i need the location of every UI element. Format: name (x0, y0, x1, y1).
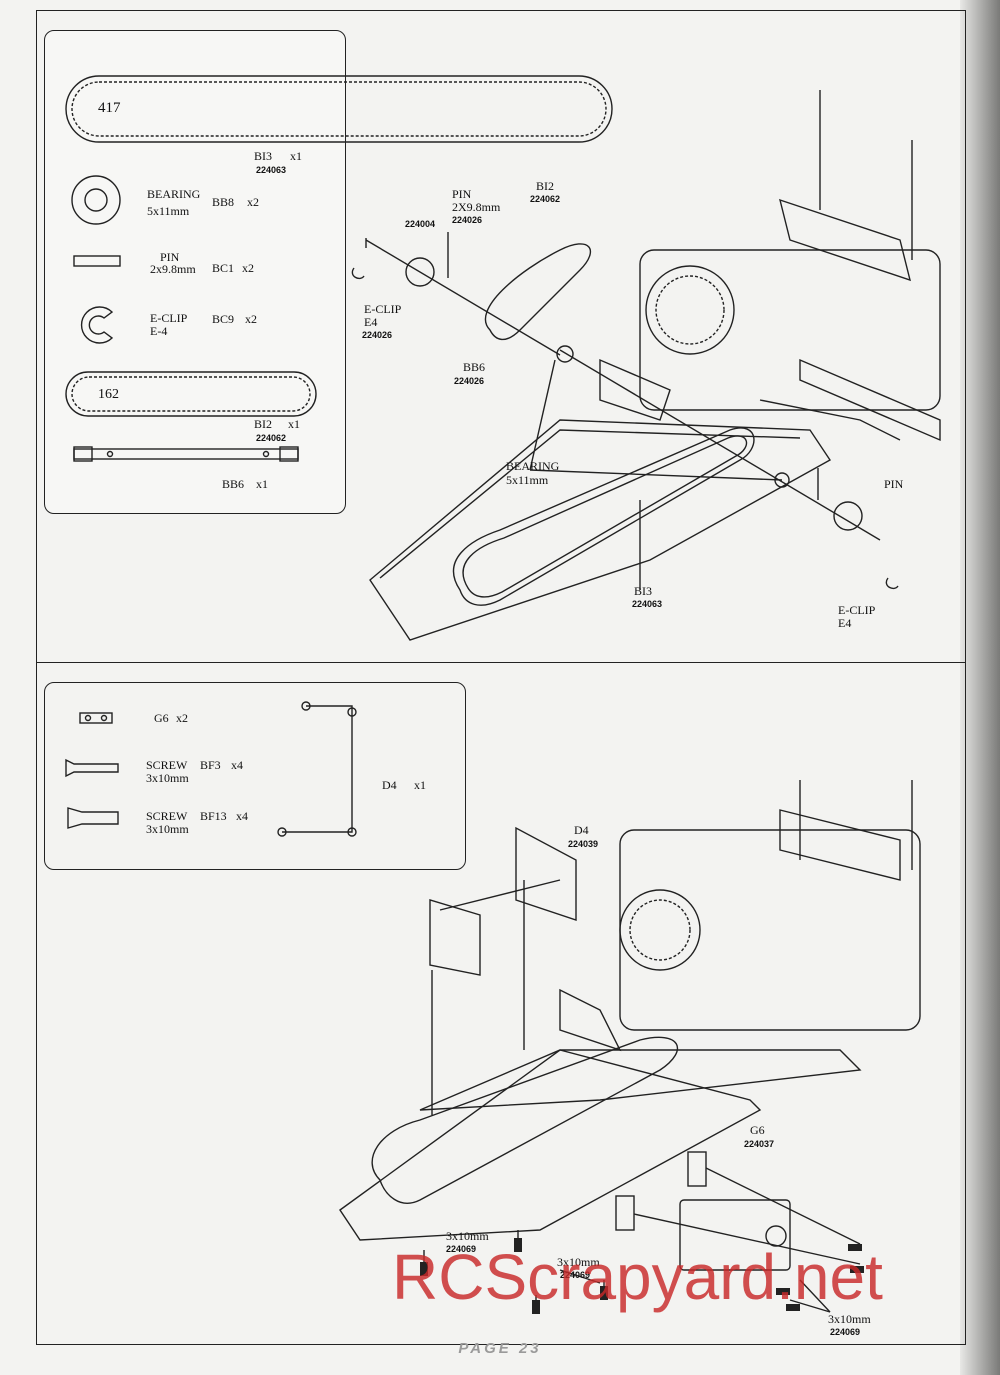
bi2-code: BI2 (254, 417, 272, 431)
bearing-icon (71, 175, 121, 225)
page-frame (36, 10, 966, 1345)
pin-icon (73, 255, 121, 267)
belt-bi3-bottom (371, 1036, 679, 1204)
eclip-spec: E-4 (150, 324, 168, 338)
callout-pin-right: PIN (884, 477, 904, 491)
belt-162-size: 162 (98, 387, 119, 402)
eclip-name: E-CLIP (150, 311, 188, 325)
callout-eclip-right-name: E-CLIP (838, 603, 876, 617)
eclip-icon (80, 306, 114, 344)
bb8-qty: x2 (247, 195, 259, 209)
bi3-part-no: 224063 (256, 165, 287, 175)
callout-screw-b-spec: 3x10mm (557, 1255, 600, 1269)
d4-icon (282, 705, 353, 833)
bi3-qty: x1 (290, 149, 302, 163)
servo-body (679, 1199, 791, 1271)
g6-icon (79, 712, 113, 724)
g6-mount-a (615, 1195, 635, 1231)
bb8-code: BB8 (212, 195, 235, 209)
step-divider (36, 662, 966, 663)
page-number: PAGE 23 (458, 1340, 542, 1357)
belt-417-size: 417 (98, 100, 121, 116)
pin-spec: 2x9.8mm (150, 262, 196, 276)
bi2-part-no: 224062 (256, 433, 287, 443)
bf3-qty: x4 (231, 758, 243, 772)
callout-pin-name: PIN (452, 187, 472, 201)
bb6-qty: x1 (256, 477, 268, 491)
parts-box-top (44, 30, 346, 514)
screw-bf13-icon (67, 807, 119, 829)
belt-417-teeth (71, 81, 607, 137)
bc1-code: BC1 (212, 261, 235, 275)
callout-screw-a-spec: 3x10mm (446, 1229, 489, 1243)
callout-eclip-right-spec: E4 (838, 616, 852, 630)
g6-mount-b (687, 1151, 707, 1187)
callout-screw-b-part-no: 224069 (560, 1270, 591, 1280)
callout-bi3-part-no: 224063 (632, 599, 663, 609)
screw-bf3-icon (65, 758, 119, 778)
callout-bb6-code: BB6 (463, 360, 486, 374)
callout-bi3-code: BI3 (634, 584, 652, 598)
callout-pin-spec: 2X9.8mm (452, 200, 501, 214)
bearing-name: BEARING (147, 187, 201, 201)
screw-bf3-name: SCREW (146, 758, 188, 772)
d4-qty: x1 (414, 778, 426, 792)
callout-bb6-part-no: 224026 (454, 376, 485, 386)
bc1-qty: x2 (242, 261, 254, 275)
callout-bi2-code: BI2 (536, 179, 554, 193)
bi3-code: BI3 (254, 149, 272, 163)
bi2-qty: x1 (288, 417, 300, 431)
servo-mount-d4 (515, 826, 577, 921)
g6-qty: x2 (176, 711, 188, 725)
belt-417-icon (65, 75, 613, 143)
parts-box-bottom (44, 682, 466, 870)
bf13-code: BF13 (200, 809, 227, 823)
callout-bearing-name: BEARING (506, 459, 560, 473)
callout-bearing-spec: 5x11mm (506, 473, 549, 487)
callout-eclip-left-name: E-CLIP (364, 302, 402, 316)
bc9-code: BC9 (212, 312, 235, 326)
pin-name: PIN (160, 250, 180, 264)
watermark: RCScrapyard.net (392, 1241, 883, 1313)
belt-bi3-shape (453, 427, 755, 606)
callout-eclip-left-part-no: 224026 (362, 330, 393, 340)
callout-pulley-part-no: 224004 (405, 219, 436, 229)
callout-screw-a-part-no: 224069 (446, 1244, 477, 1254)
callout-g6-code: G6 (750, 1123, 765, 1137)
bottom-chassis-drawing (339, 780, 921, 1313)
callout-d4-part-no: 224039 (568, 839, 599, 849)
callout-pin-part-no: 224026 (452, 215, 483, 225)
belt-bi2-shape (484, 243, 592, 341)
top-chassis-drawing (351, 90, 941, 641)
bf13-qty: x4 (236, 809, 248, 823)
callout-d4-code: D4 (574, 823, 589, 837)
callout-eclip-left-spec: E4 (364, 315, 378, 329)
callout-screw-c-part-no: 224069 (830, 1327, 861, 1337)
callout-screw-c-spec: 3x10mm (828, 1312, 871, 1326)
d4-code: D4 (382, 778, 397, 792)
bb6-code: BB6 (222, 477, 245, 491)
bearing-spec: 5x11mm (147, 204, 190, 218)
screw-bf3-spec: 3x10mm (146, 771, 189, 785)
callout-g6-part-no: 224037 (744, 1139, 775, 1149)
page-edge-shadow (960, 0, 1000, 1375)
belt-162-icon (65, 371, 317, 417)
screw-bf13-spec: 3x10mm (146, 822, 189, 836)
screw-bf13-name: SCREW (146, 809, 188, 823)
g6-code: G6 (154, 711, 169, 725)
callout-bi2-part-no: 224062 (530, 194, 561, 204)
bf3-code: BF3 (200, 758, 221, 772)
bc9-qty: x2 (245, 312, 257, 326)
